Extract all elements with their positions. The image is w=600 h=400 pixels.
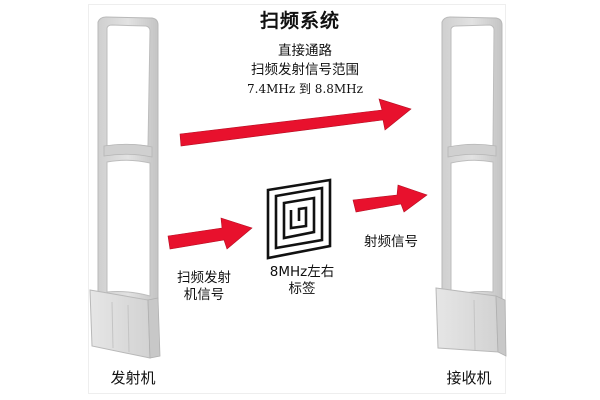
direct-path-description: 直接通路 扫频发射信号范围 7.4MHz 到 8.8MHz	[205, 42, 405, 99]
diagram-title: 扫频系统	[259, 10, 340, 32]
receiver-antenna	[435, 16, 507, 357]
frequency-range: 7.4MHz 到 8.8MHz	[247, 82, 363, 96]
direct-path-line1: 直接通路	[278, 43, 332, 59]
direct-path-arrow	[179, 98, 412, 147]
transmitter-signal-arrow	[167, 217, 253, 250]
transmitter-signal-label-line1: 扫频发射	[177, 270, 231, 286]
transmitter-label: 发射机	[110, 369, 156, 387]
rf-signal-arrow	[352, 184, 428, 213]
receiver-label: 接收机	[446, 369, 492, 387]
transmitter-antenna	[89, 16, 161, 359]
direct-path-line2: 扫频发射信号范围	[251, 62, 359, 78]
tag-label: 8MHz左右 标签	[262, 264, 342, 298]
tag-coil-icon	[266, 178, 332, 260]
rf-signal-label: 射频信号	[364, 234, 418, 250]
tag-label-line1: 8MHz左右	[269, 264, 335, 280]
transmitter-signal-label: 扫频发射 机信号	[168, 270, 240, 304]
diagram-frame	[88, 4, 506, 394]
tag-label-line2: 标签	[288, 281, 316, 297]
transmitter-signal-label-line2: 机信号	[183, 287, 225, 303]
